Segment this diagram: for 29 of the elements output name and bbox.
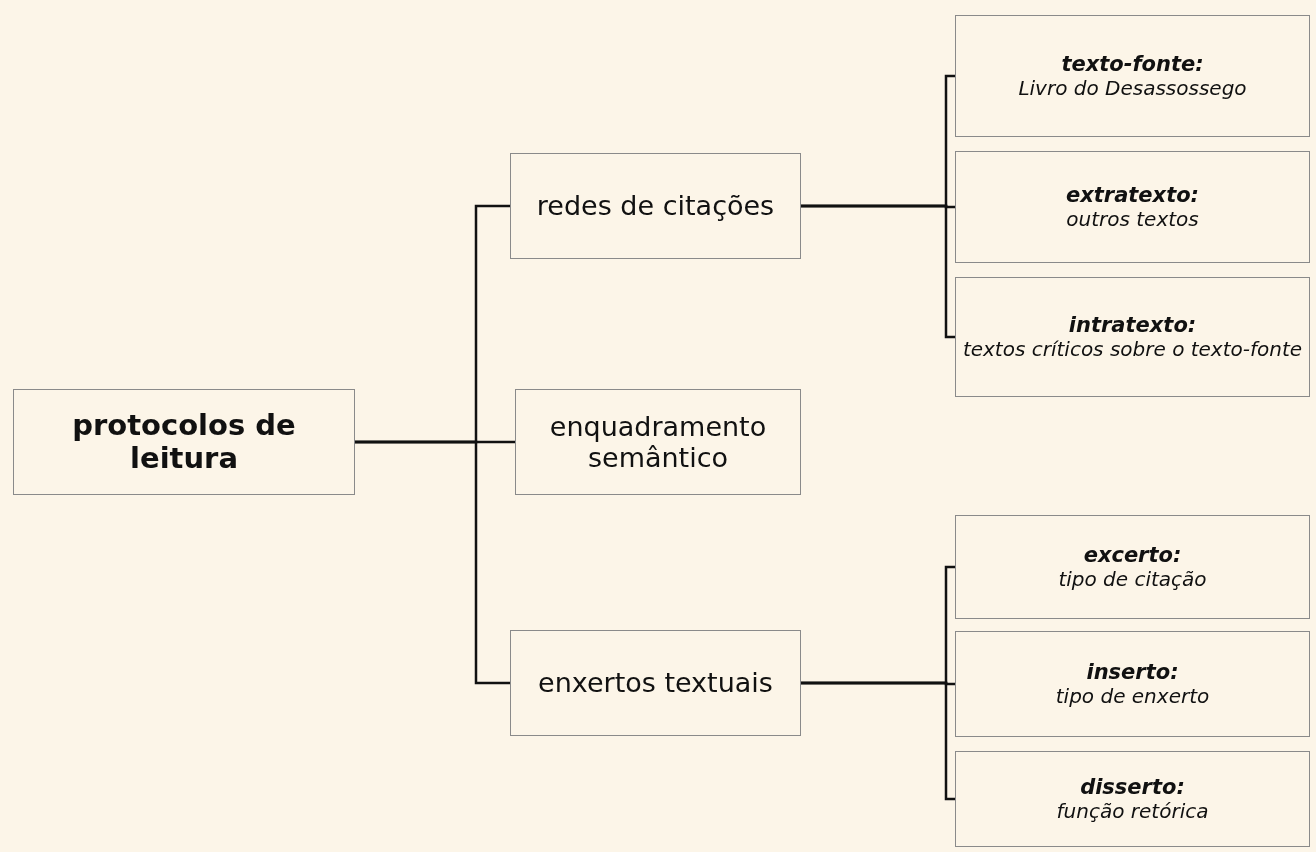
box xyxy=(515,389,801,495)
node-text: redes de citações xyxy=(536,190,775,222)
node-text: tipo de citação xyxy=(1058,567,1207,591)
box xyxy=(510,630,801,736)
box xyxy=(510,153,801,259)
box xyxy=(955,631,1310,737)
node-text: enquadramento semântico xyxy=(548,410,768,474)
node-text: função retórica xyxy=(1056,799,1209,823)
box xyxy=(955,751,1310,847)
node-text: textos críticos sobre o texto-fonte xyxy=(962,337,1303,361)
box xyxy=(955,15,1310,137)
node-heading: extratexto: xyxy=(1065,183,1199,208)
box xyxy=(955,515,1310,619)
node-text: tipo de enxerto xyxy=(1055,684,1210,708)
box xyxy=(955,151,1310,263)
node-heading: disserto: xyxy=(1080,775,1185,800)
node-text: protocolos de leitura xyxy=(71,408,297,476)
node-heading: intratexto: xyxy=(1068,313,1197,338)
node-text: outros textos xyxy=(1066,207,1199,231)
node-text: enxertos textuais xyxy=(538,667,773,699)
node-heading: inserto: xyxy=(1086,660,1179,685)
connector-line xyxy=(801,204,955,339)
box xyxy=(13,389,355,495)
node-heading: texto-fonte: xyxy=(1061,52,1204,77)
node-heading: excerto: xyxy=(1083,543,1182,568)
connector-line xyxy=(801,681,955,801)
box xyxy=(955,277,1310,397)
connector-line xyxy=(355,440,510,685)
node-text: Livro do Desassossego xyxy=(1018,76,1247,100)
